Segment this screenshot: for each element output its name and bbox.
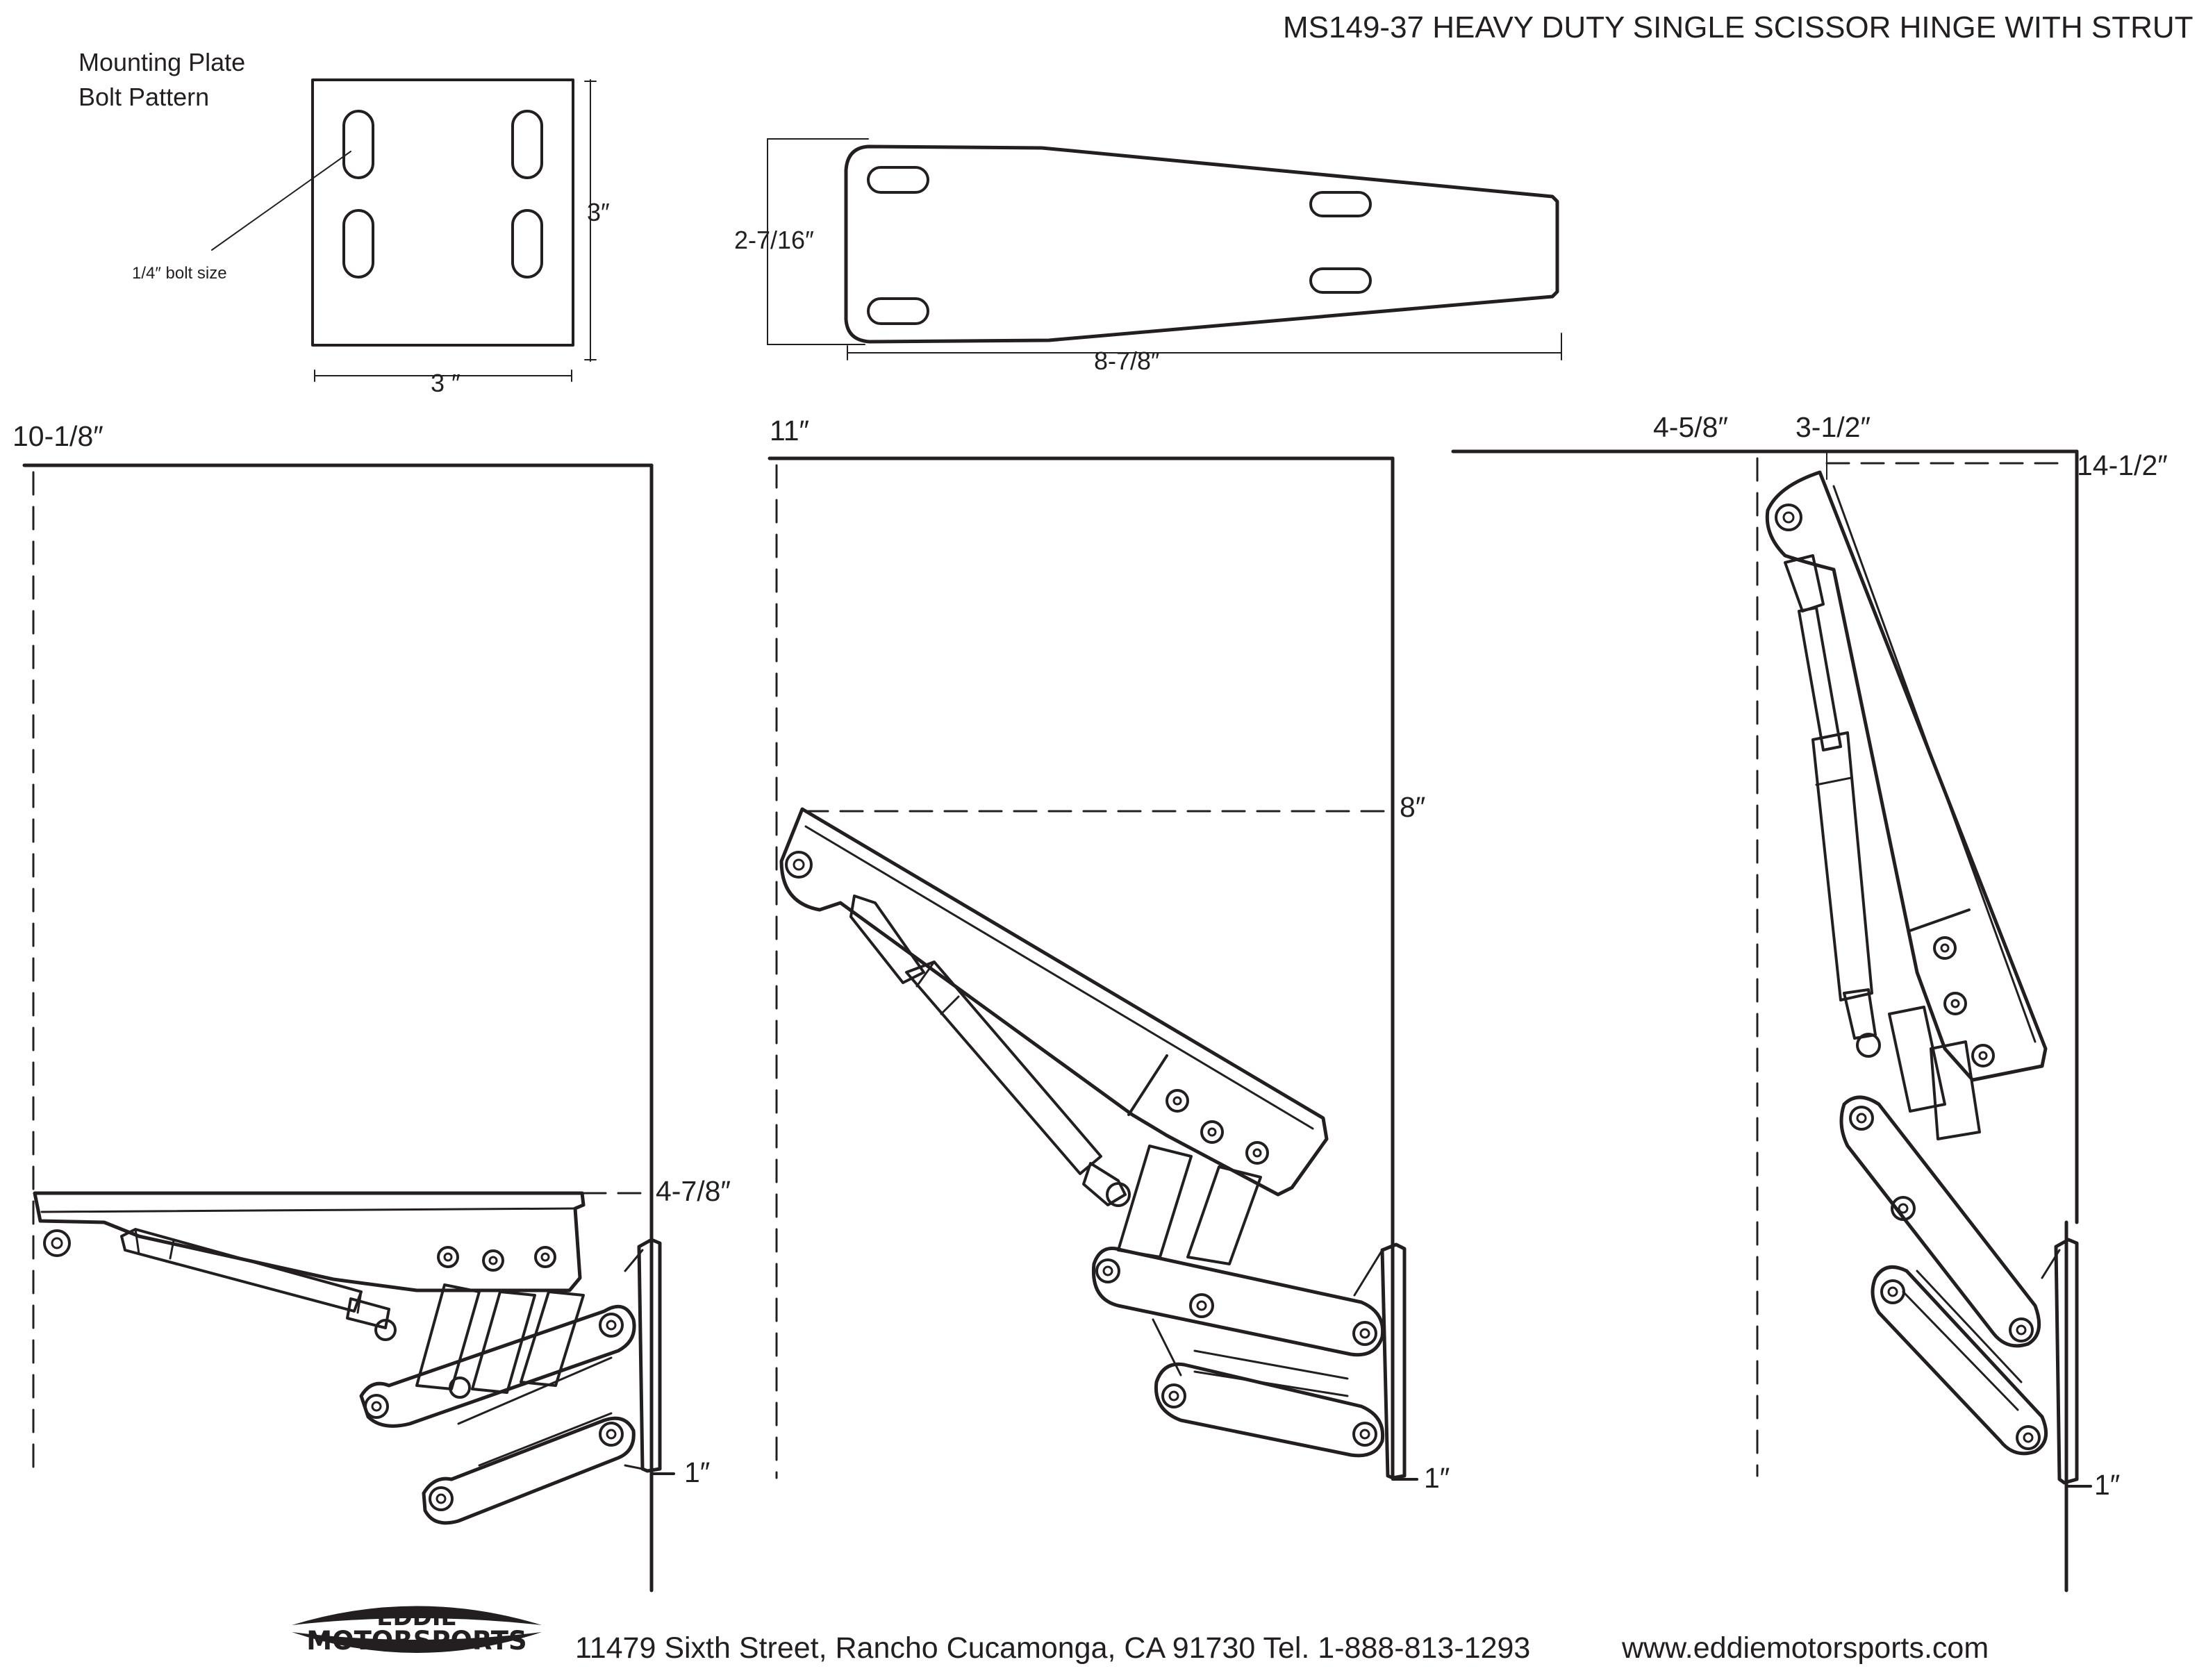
view3-top-left-dim: 4-5/8″ — [1653, 411, 1728, 443]
hinge-view-closed — [22, 463, 675, 1592]
hinge-view-half-open — [768, 456, 1418, 1481]
footer-website[interactable]: www.eddiemotorsports.com — [1622, 1631, 1989, 1665]
arm-plate-height-dim: 2-7/16″ — [734, 226, 814, 254]
mounting-plate-drawing — [211, 78, 597, 382]
view1-mid-dim: 4-7/8″ — [656, 1175, 731, 1207]
mounting-plate-width-dim: 3 ″ — [431, 369, 461, 397]
footer-address: 11479 Sixth Street, Rancho Cucamonga, CA… — [575, 1631, 1531, 1665]
view2-bottom-dim: 1″ — [1424, 1462, 1450, 1494]
arm-plate-drawing — [767, 138, 1562, 360]
mounting-plate-height-dim: 3″ — [587, 198, 610, 226]
view1-top-dim: 10-1/8″ — [13, 420, 103, 452]
brand-logo — [292, 1606, 542, 1653]
view2-top-dim: 11″ — [770, 415, 810, 447]
view3-bottom-dim: 1″ — [2094, 1469, 2121, 1501]
hinge-view-open — [1451, 449, 2092, 1592]
view1-bottom-dim: 1″ — [684, 1456, 711, 1488]
view3-top-right-dim: 14-1/2″ — [2077, 449, 2168, 481]
mounting-plate-label-line2: Bolt Pattern — [78, 83, 210, 111]
drawing-title: MS149-37 HEAVY DUTY SINGLE SCISSOR HINGE… — [1283, 10, 2193, 44]
mounting-plate-label-line1: Mounting Plate — [78, 48, 246, 76]
view2-mid-dim: 8″ — [1400, 791, 1426, 823]
view3-top-mid-dim: 3-1/2″ — [1796, 411, 1871, 443]
bolt-size-note: 1/4″ bolt size — [132, 264, 227, 283]
arm-plate-length-dim: 8-7/8″ — [1094, 347, 1160, 375]
